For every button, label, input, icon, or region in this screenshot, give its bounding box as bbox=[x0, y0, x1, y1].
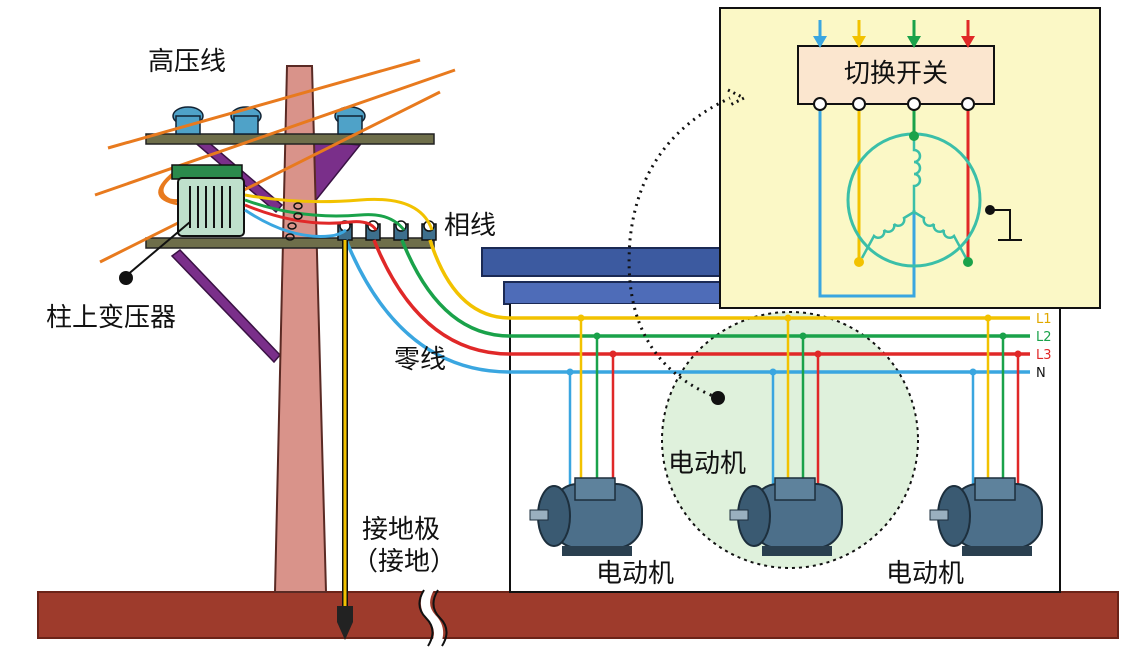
switch-box bbox=[797, 45, 995, 105]
label-transformer: 柱上变压器 bbox=[46, 303, 176, 333]
utility-pole bbox=[145, 65, 437, 593]
switch-label: 切换开关 bbox=[844, 59, 948, 89]
bus-label-L2: L2 bbox=[1036, 330, 1052, 345]
motor-left bbox=[529, 477, 643, 556]
pole-shaft bbox=[273, 65, 328, 593]
label-high-voltage: 高压线 bbox=[148, 47, 226, 77]
building-roof-lower bbox=[503, 281, 735, 305]
highlight-circle bbox=[661, 311, 919, 569]
motor-right bbox=[929, 477, 1043, 556]
motor-branches bbox=[568, 318, 1020, 490]
insulator-low bbox=[337, 220, 437, 241]
label-ground-2: （接地） bbox=[352, 547, 456, 577]
ground-electrode bbox=[337, 606, 353, 640]
ground-break bbox=[421, 585, 443, 651]
label-ground-1: 接地极 bbox=[362, 515, 440, 545]
bus-label-N: N bbox=[1036, 366, 1046, 381]
label-neutral-wire: 零线 bbox=[394, 345, 446, 375]
upper-crossarm bbox=[145, 133, 435, 145]
label-motor-right: 电动机 bbox=[886, 559, 964, 589]
lower-crossarm bbox=[145, 237, 435, 249]
bus-label-L3: L3 bbox=[1036, 348, 1052, 363]
service-drop bbox=[344, 239, 1030, 374]
label-motor-center: 电动机 bbox=[668, 449, 746, 479]
motor-center bbox=[729, 477, 843, 556]
building-roof-top bbox=[481, 247, 733, 277]
zoom-arrow bbox=[627, 96, 731, 400]
label-motor-left: 电动机 bbox=[596, 559, 674, 589]
switch-inset: 切换开关 bbox=[719, 7, 1101, 309]
ground-strip bbox=[37, 591, 1119, 639]
transformer-callout-dot bbox=[119, 271, 133, 285]
label-phase-wire: 相线 bbox=[444, 211, 496, 241]
low-voltage-wires bbox=[244, 193, 434, 238]
pole-transformer bbox=[171, 164, 245, 237]
bus-label-L1: L1 bbox=[1036, 312, 1052, 327]
